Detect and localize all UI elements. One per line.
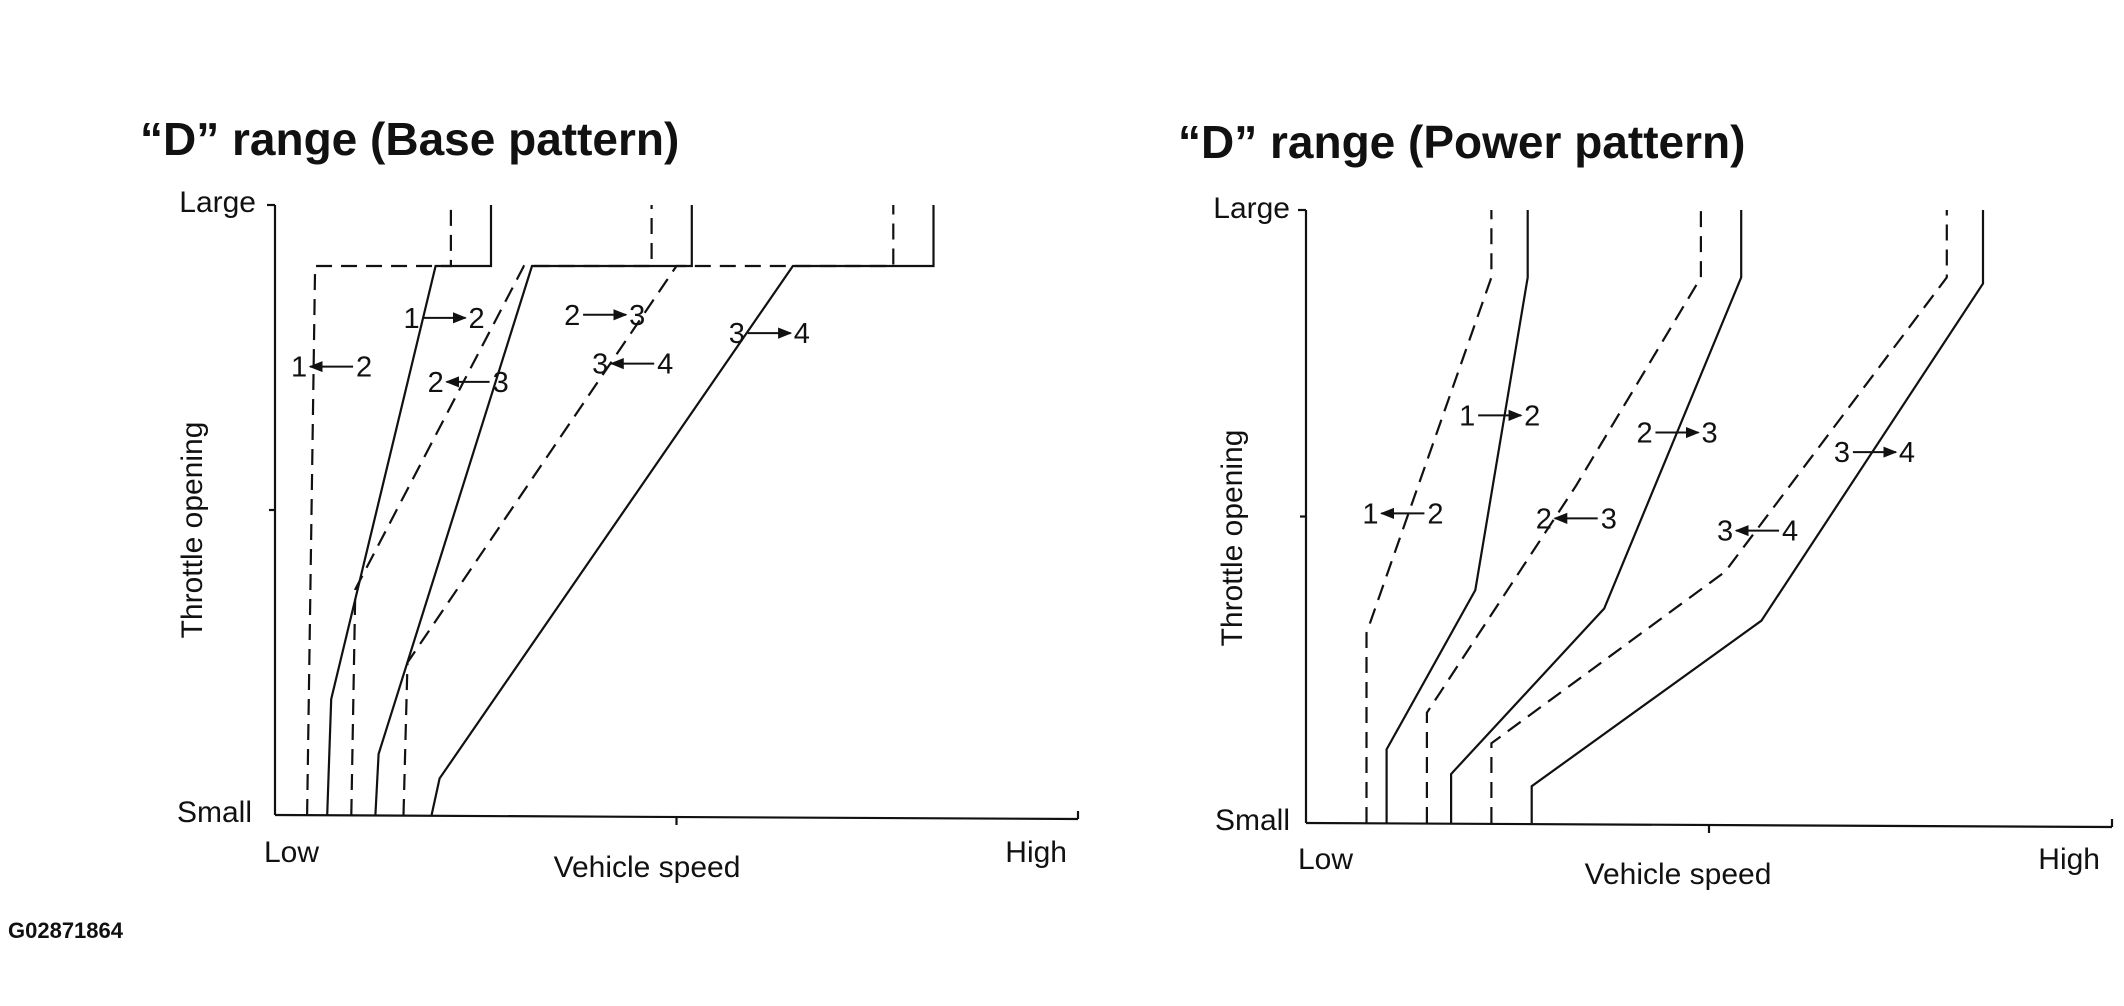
shift-label-to: 4	[794, 318, 810, 350]
shift-label-to: 4	[1782, 516, 1798, 548]
shift-line-1-2-up	[1385, 210, 1529, 823]
shift-label-from: 1	[1459, 400, 1475, 432]
y-tick-large: Large	[179, 186, 256, 219]
shift-line-2-3-up	[374, 205, 693, 816]
shift-label-from: 2	[1536, 503, 1552, 535]
shift-label-from: 2	[564, 300, 580, 332]
shift-line-3-4-down	[402, 205, 895, 816]
y-tick-small: Small	[1215, 804, 1290, 837]
shift-label-to: 2	[356, 352, 372, 384]
shift-line-2-3-down	[1425, 210, 1703, 823]
chart-title: “D” range (Base pattern)	[140, 113, 679, 165]
shift-label-to: 2	[1427, 498, 1443, 530]
shift-label-to: 2	[1524, 400, 1540, 432]
shift-line-1-2-down	[1365, 210, 1493, 823]
shift-label-from: 2	[428, 367, 444, 399]
y-axis-label: Throttle opening	[1216, 430, 1249, 647]
x-tick-low: Low	[1298, 843, 1353, 876]
shift-label-from: 1	[1362, 498, 1378, 530]
chart-power-pattern: “D” range (Power pattern) Large Small Lo…	[1178, 116, 2114, 891]
shift-label-to: 3	[493, 367, 509, 399]
shift-line-1-2-down	[306, 205, 452, 816]
chart-base-pattern: “D” range (Base pattern) Large Small Low…	[140, 113, 1080, 884]
shift-label-from: 1	[291, 352, 307, 384]
y-axis-label: Throttle opening	[176, 422, 209, 639]
x-tick-high: High	[2038, 843, 2100, 876]
shift-label-from: 2	[1636, 418, 1652, 450]
shift-line-3-4-down	[1490, 210, 1948, 823]
chart-title: “D” range (Power pattern)	[1178, 116, 1745, 168]
shift-label-to: 3	[1601, 503, 1617, 535]
shift-label-to: 4	[1899, 437, 1915, 469]
x-tick-low: Low	[264, 836, 319, 869]
shift-line-3-4-up	[1530, 210, 1985, 823]
shift-label-from: 3	[729, 318, 745, 350]
shift-label-from: 3	[592, 349, 608, 381]
y-tick-large: Large	[1213, 192, 1290, 225]
shift-label-from: 1	[403, 303, 419, 335]
shift-line-3-4-up	[430, 205, 935, 816]
shift-label-from: 3	[1834, 437, 1850, 469]
x-axis-label: Vehicle speed	[1585, 858, 1772, 891]
shift-label-to: 2	[468, 303, 484, 335]
y-tick-small: Small	[177, 796, 252, 829]
x-tick-high: High	[1005, 836, 1067, 869]
shift-label-to: 3	[1701, 418, 1717, 450]
shift-line-2-3-down	[350, 205, 653, 816]
shift-line-1-2-up	[326, 205, 493, 816]
shift-line-2-3-up	[1449, 210, 1743, 823]
figure-id: G02871864	[8, 918, 124, 943]
shift-label-to: 4	[657, 349, 673, 381]
x-axis-label: Vehicle speed	[554, 851, 741, 884]
shift-label-from: 3	[1717, 516, 1733, 548]
shift-label-to: 3	[629, 300, 645, 332]
